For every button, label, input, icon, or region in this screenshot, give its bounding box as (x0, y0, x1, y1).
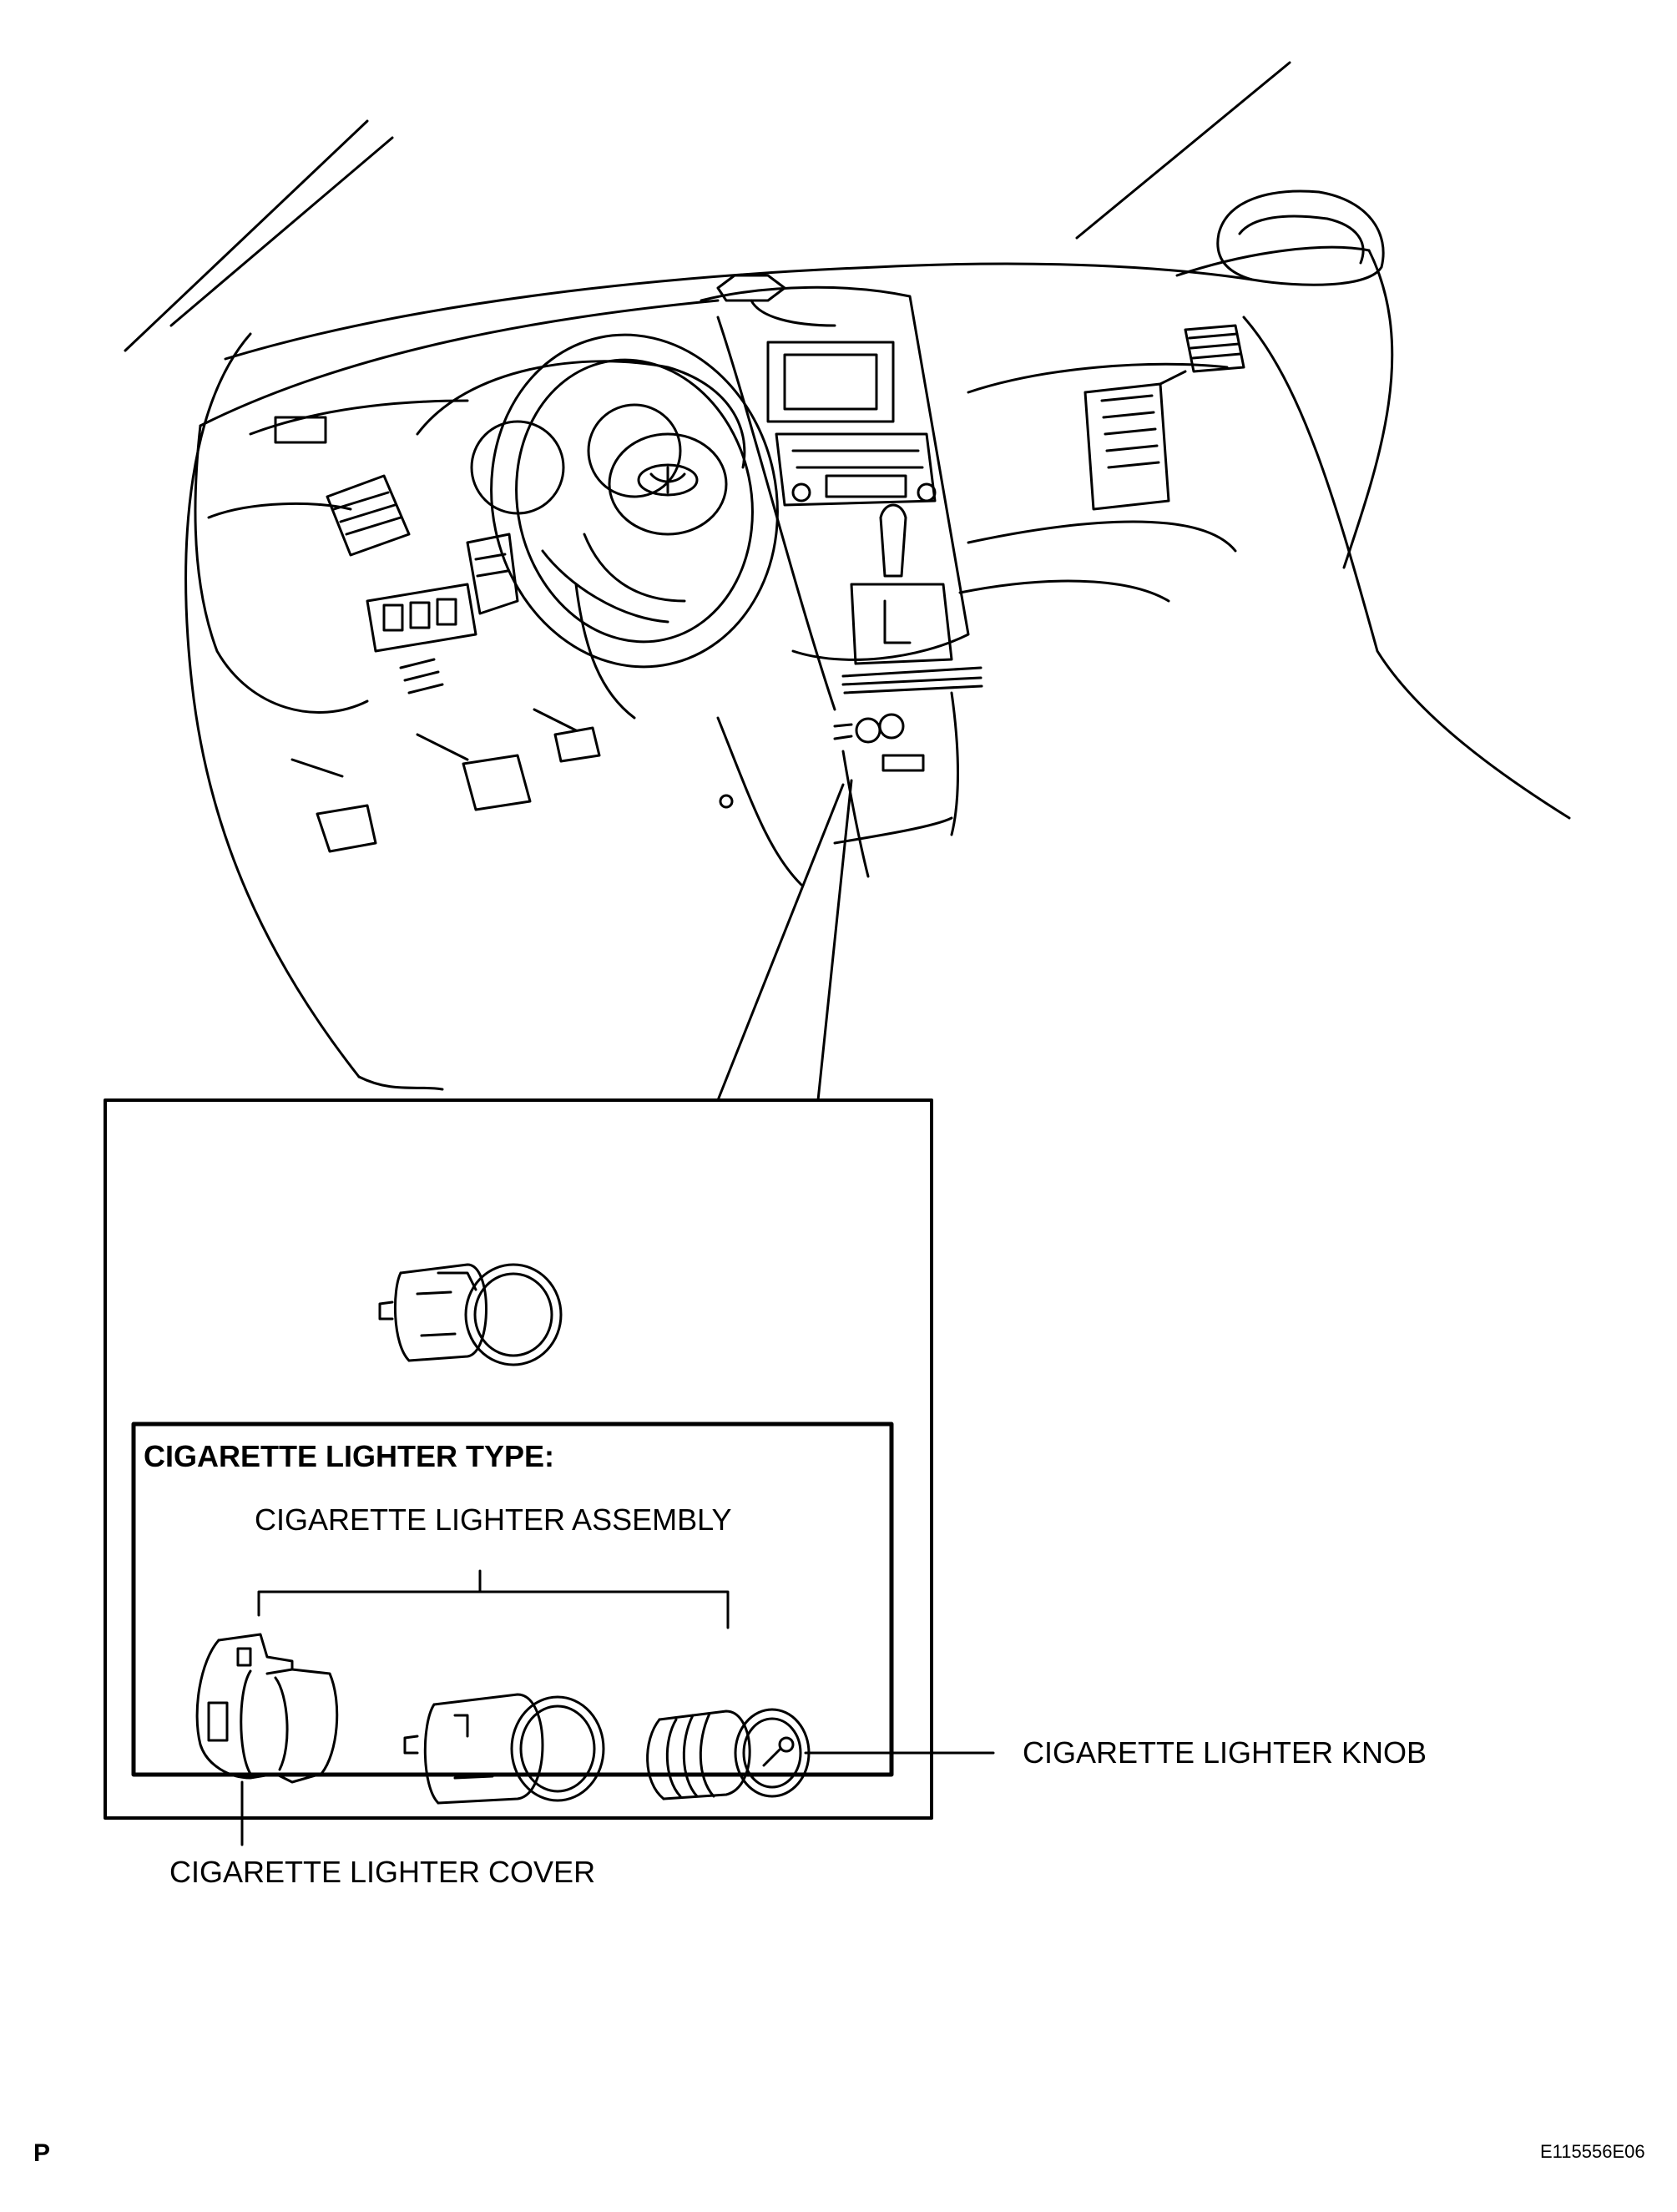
page-letter: P (33, 2139, 51, 2167)
side-mirror (1216, 189, 1385, 286)
figure-code: E115556E06 (1540, 2141, 1645, 2162)
knob-label: CIGARETTE LIGHTER KNOB (1023, 1735, 1427, 1770)
pedal-brake (462, 754, 532, 811)
lighter-socket-part (403, 1693, 605, 1805)
lighter-knob-part (646, 1708, 995, 1800)
lighter-type-heading: CIGARETTE LIGHTER TYPE: (144, 1439, 555, 1473)
right-vent (1184, 324, 1245, 373)
cover-label: CIGARETTE LIGHTER COVER (169, 1855, 596, 1889)
glovebox-ecu (1083, 382, 1170, 511)
pedal-left (316, 804, 377, 853)
pedal-accelerator (553, 726, 601, 763)
detail-box (104, 1098, 933, 1820)
shift-lever (879, 503, 907, 578)
steering-wheel (490, 333, 779, 669)
assembly-label: CIGARETTE LIGHTER ASSEMBLY (255, 1502, 732, 1537)
top-sensor-bracket (716, 274, 786, 302)
power-outlet-socket (378, 1263, 563, 1366)
dashboard-illustration (124, 61, 1571, 1102)
navigation-screen (766, 341, 895, 423)
lighter-type-box (131, 1422, 894, 1777)
lighter-cover-part (195, 1633, 339, 1846)
assembly-bracket (257, 1569, 730, 1629)
lighter-location (833, 713, 905, 744)
